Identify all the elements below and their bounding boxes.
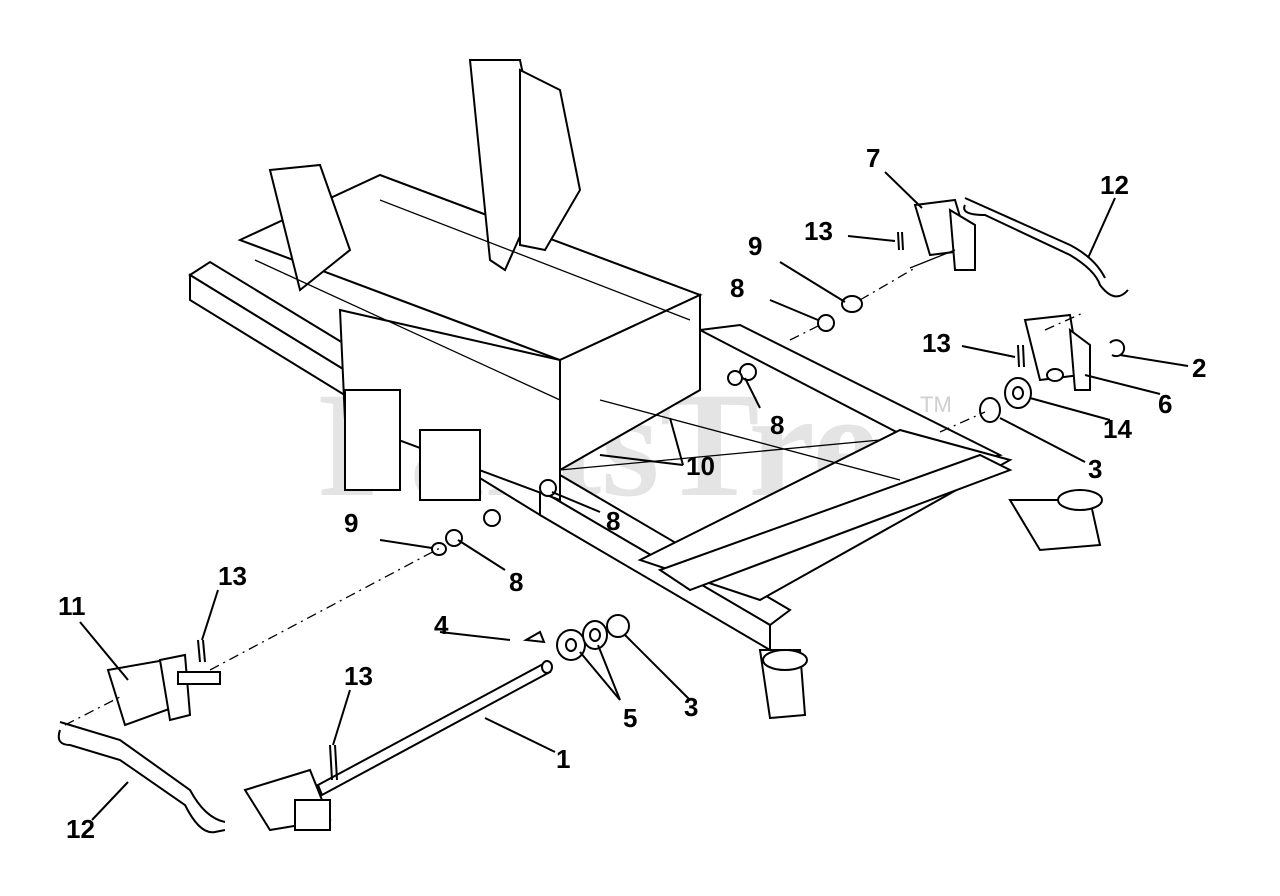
part-retaining-ring-2 — [1109, 339, 1126, 358]
part-link-rod-12-lower — [57, 721, 226, 834]
callout-14: 14 — [1103, 414, 1132, 444]
callout-3b: 3 — [684, 692, 698, 722]
watermark-trademark: TM — [920, 392, 952, 417]
part-bracket-6 — [1023, 313, 1091, 391]
part-cotter-pins-13 — [197, 231, 1025, 781]
callout-labels: 1 2 3 3 4 5 6 7 8 8 8 8 9 9 10 11 12 12 … — [58, 143, 1206, 844]
callout-13d: 13 — [922, 328, 951, 358]
callout-8c: 8 — [606, 506, 620, 536]
callout-4: 4 — [434, 610, 449, 640]
callout-8a: 8 — [730, 273, 744, 303]
callout-12b: 12 — [66, 814, 95, 844]
callout-8d: 8 — [509, 567, 523, 597]
part-bracket-7 — [909, 198, 976, 271]
mower-frame — [188, 59, 1103, 720]
callout-6: 6 — [1158, 389, 1172, 419]
part-washers-bushings — [431, 295, 1032, 661]
part-lever-assembly-left — [243, 768, 332, 832]
callout-12a: 12 — [1100, 170, 1129, 200]
callout-3a: 3 — [1088, 454, 1102, 484]
alignment-lines — [64, 267, 1086, 726]
leader-lines — [79, 171, 1189, 821]
callout-9b: 9 — [344, 508, 358, 538]
callout-9a: 9 — [748, 231, 762, 261]
callout-11: 11 — [58, 591, 86, 621]
callout-8b: 8 — [770, 410, 784, 440]
callout-13c: 13 — [804, 216, 833, 246]
part-bracket-11 — [106, 653, 221, 727]
callout-1: 1 — [556, 744, 570, 774]
callout-13a: 13 — [218, 561, 247, 591]
callout-2: 2 — [1192, 353, 1206, 383]
callout-10: 10 — [686, 451, 715, 481]
callout-5: 5 — [623, 703, 637, 733]
part-link-rod-12-upper — [963, 197, 1129, 298]
callout-13b: 13 — [344, 661, 373, 691]
callout-7: 7 — [866, 143, 880, 173]
part-shaft-1 — [316, 660, 553, 797]
